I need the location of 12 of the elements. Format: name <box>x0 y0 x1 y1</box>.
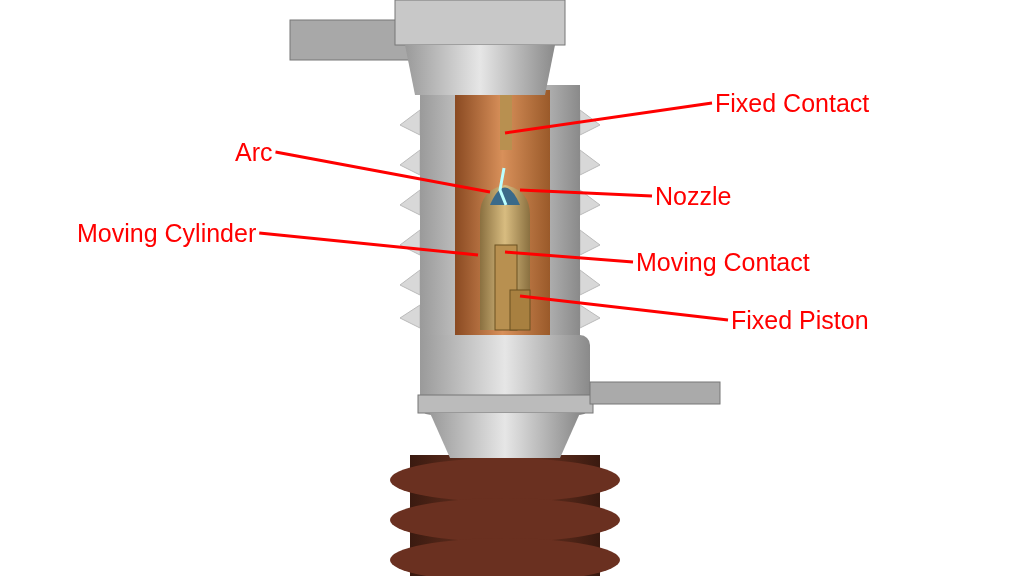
leader-line <box>275 150 491 194</box>
part-label: Fixed Contact <box>715 88 870 118</box>
leader-line <box>259 231 479 257</box>
part-label: Fixed Piston <box>731 305 869 335</box>
part-label: Nozzle <box>655 181 732 211</box>
leader-line <box>519 294 729 322</box>
part-label: Moving Contact <box>636 247 810 277</box>
leader-line <box>519 188 653 198</box>
part-label: Arc <box>235 137 273 167</box>
leader-line <box>504 101 713 135</box>
part-label: Moving Cylinder <box>77 218 257 248</box>
leader-line <box>504 250 634 264</box>
